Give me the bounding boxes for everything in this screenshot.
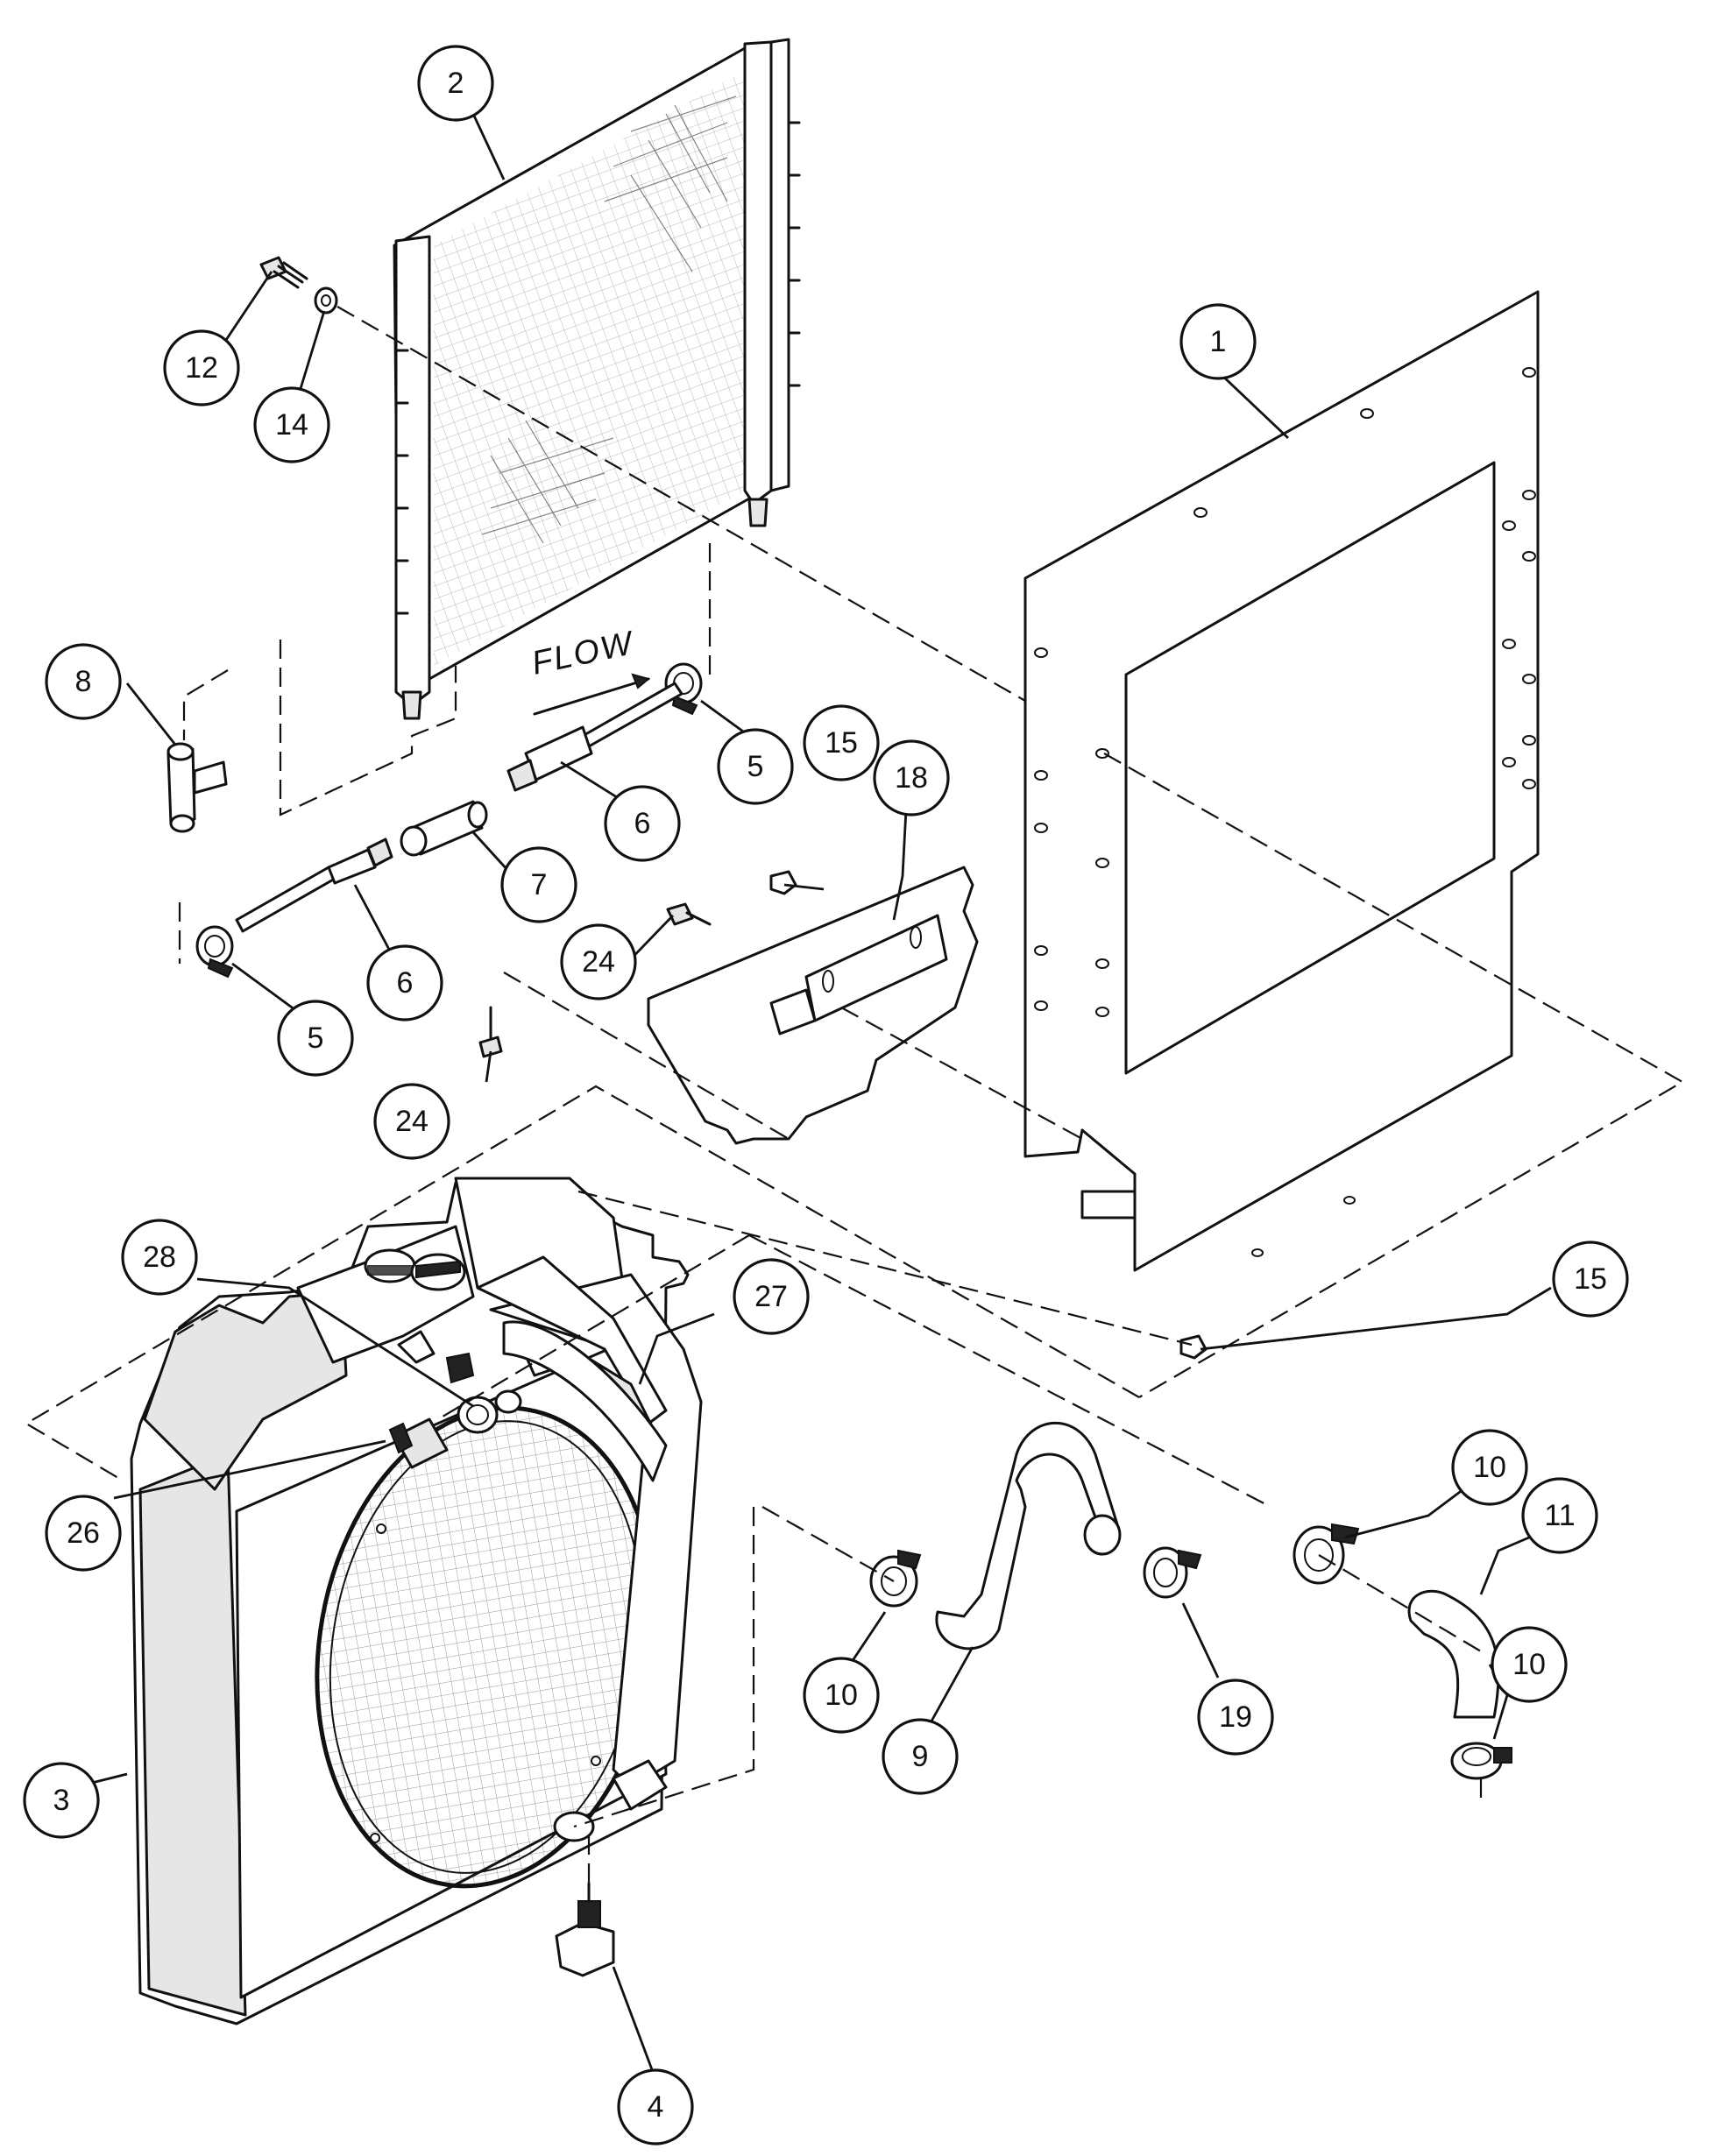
svg-text:19: 19 — [1219, 1700, 1252, 1734]
hose-6-left — [235, 838, 393, 933]
bolt-12 — [259, 256, 308, 289]
svg-text:26: 26 — [67, 1516, 100, 1550]
callout-2: 2 — [417, 45, 494, 122]
callout-18: 18 — [873, 739, 950, 816]
clamp-28 — [457, 1389, 522, 1434]
svg-text:27: 27 — [754, 1280, 788, 1313]
svg-text:1: 1 — [1210, 325, 1227, 358]
callout-10-c: 10 — [1491, 1626, 1568, 1703]
svg-text:7: 7 — [531, 868, 548, 901]
svg-text:24: 24 — [582, 945, 615, 979]
hose-6-right — [506, 682, 683, 792]
clamp-19 — [1143, 1546, 1202, 1599]
clamp-10-b — [1293, 1523, 1360, 1585]
svg-text:15: 15 — [825, 726, 858, 760]
clamp-5-left — [195, 925, 234, 979]
callout-24-mid: 24 — [373, 1083, 450, 1160]
callout-7: 7 — [500, 846, 577, 923]
assembly-lines — [24, 306, 1685, 1884]
callout-4: 4 — [617, 2068, 694, 2145]
clamp-10-a — [869, 1549, 922, 1608]
callout-5-right: 5 — [717, 728, 794, 805]
svg-text:6: 6 — [634, 807, 651, 840]
callout-26: 26 — [45, 1495, 122, 1572]
callout-5-left: 5 — [277, 1000, 354, 1077]
callout-10-a: 10 — [803, 1657, 880, 1734]
hose-9 — [935, 1421, 1122, 1651]
callout-1: 1 — [1179, 303, 1257, 380]
bolt-24-top — [666, 902, 712, 926]
elbow-hose-11 — [1407, 1589, 1500, 1719]
callout-14: 14 — [253, 386, 330, 463]
bracket-18 — [647, 866, 979, 1145]
callout-6-right: 6 — [604, 785, 681, 862]
callout-8: 8 — [45, 643, 122, 720]
svg-text:14: 14 — [275, 408, 308, 442]
oil-cooler — [393, 38, 801, 720]
svg-text:2: 2 — [448, 67, 464, 100]
callout-15-bottom: 15 — [1552, 1241, 1629, 1318]
svg-text:28: 28 — [143, 1241, 176, 1274]
callout-12: 12 — [163, 329, 240, 406]
mounting-panel — [1023, 290, 1540, 1272]
callout-28: 28 — [121, 1219, 198, 1296]
svg-text:10: 10 — [1473, 1451, 1506, 1484]
svg-text:24: 24 — [395, 1105, 428, 1138]
svg-text:9: 9 — [912, 1740, 929, 1773]
svg-text:3: 3 — [53, 1784, 70, 1817]
callout-19: 19 — [1197, 1679, 1274, 1756]
callout-11: 11 — [1521, 1477, 1598, 1554]
svg-text:12: 12 — [185, 351, 218, 385]
svg-text:4: 4 — [648, 2090, 664, 2124]
panel-holes — [1034, 367, 1536, 1257]
svg-text:6: 6 — [397, 966, 414, 1000]
hose-27 — [502, 1320, 668, 1482]
svg-text:18: 18 — [895, 761, 928, 795]
svg-text:11: 11 — [1544, 1499, 1575, 1532]
tee-fitting-8 — [166, 742, 228, 833]
clamp-10-c — [1450, 1742, 1512, 1780]
connector-7 — [400, 800, 488, 857]
callout-9: 9 — [882, 1718, 959, 1795]
svg-text:5: 5 — [308, 1021, 324, 1055]
cooler-fins — [394, 121, 801, 615]
svg-text:10: 10 — [825, 1679, 858, 1712]
callout-24-top: 24 — [560, 923, 637, 1000]
radiator — [130, 1177, 703, 2025]
nut-15-bottom — [1179, 1334, 1208, 1360]
flow-indicator: FLOW — [528, 625, 651, 716]
svg-text:5: 5 — [747, 750, 764, 783]
drain-valve-4 — [555, 1882, 615, 1977]
callout-3: 3 — [23, 1762, 100, 1839]
callout-27: 27 — [733, 1258, 810, 1335]
fitting-26 — [388, 1417, 449, 1469]
nut-15-top — [769, 870, 797, 895]
svg-text:15: 15 — [1574, 1262, 1607, 1296]
filler-neck — [410, 1253, 466, 1291]
svg-text:8: 8 — [75, 665, 92, 698]
svg-text:10: 10 — [1512, 1648, 1546, 1681]
washer-14 — [314, 286, 338, 315]
bolt-24-mid — [478, 1006, 503, 1058]
callout-10-b: 10 — [1451, 1429, 1528, 1506]
callout-15-top: 15 — [803, 704, 880, 781]
flow-label: FLOW — [528, 625, 638, 682]
leader-lines — [74, 113, 1552, 2073]
callout-6-left: 6 — [366, 944, 443, 1021]
